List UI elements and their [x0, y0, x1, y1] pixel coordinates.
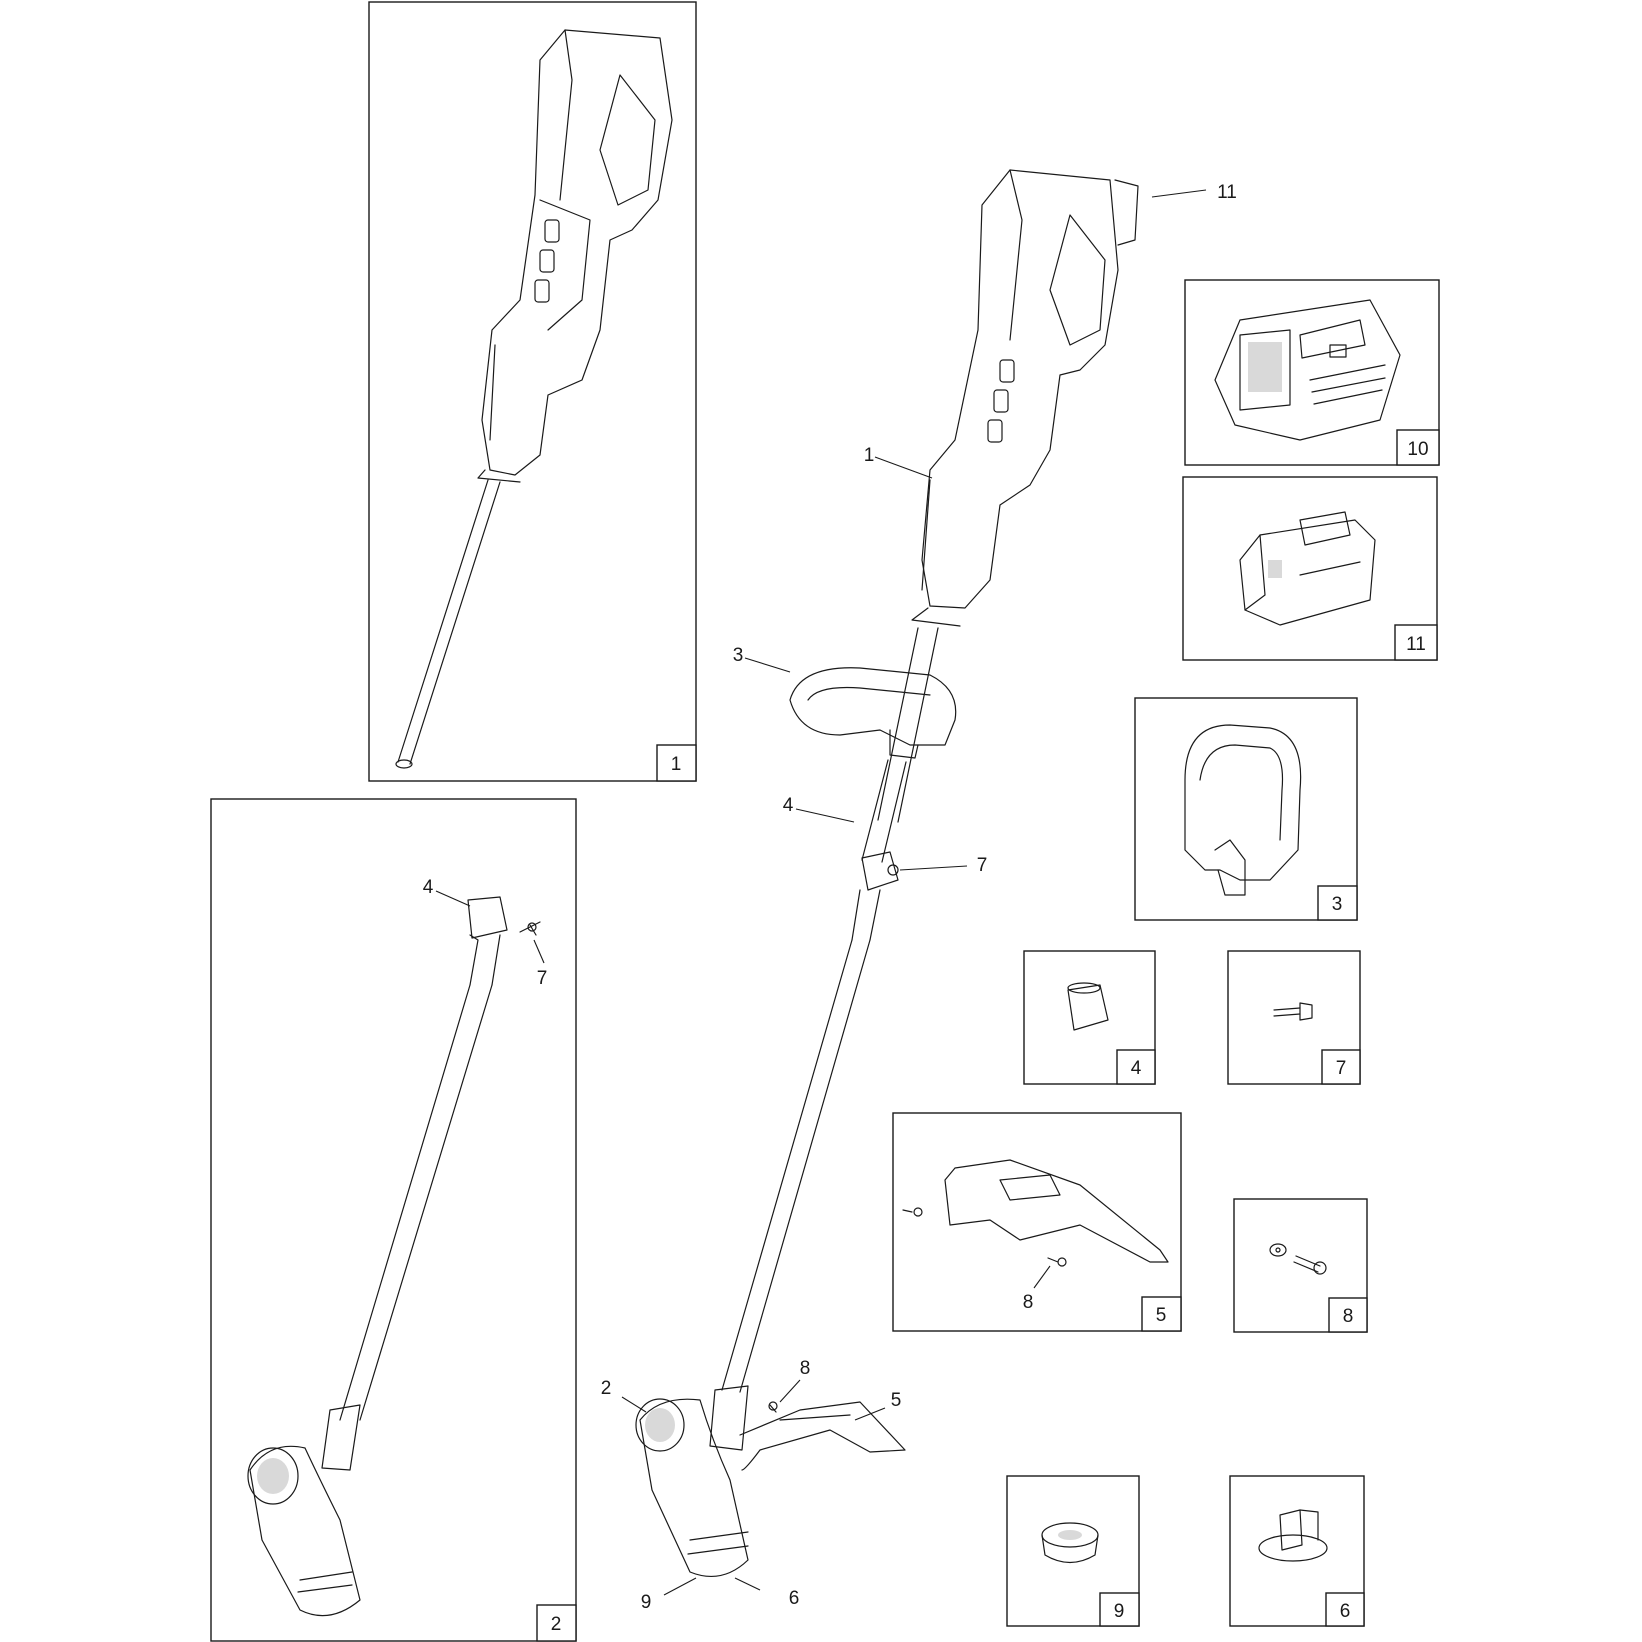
kit-number-3: 3 — [1332, 894, 1343, 915]
callout-label-7-panel2: 7 — [537, 968, 548, 989]
kit-number-4: 4 — [1131, 1058, 1142, 1079]
spool-cover-drawing — [1258, 1509, 1328, 1562]
callout-label-2: 2 — [601, 1378, 612, 1399]
kit-panel-11: 11 — [1182, 476, 1438, 661]
kit-number-9: 9 — [1114, 1601, 1125, 1622]
callout-label-3: 3 — [733, 645, 744, 666]
kit-panel-4: 4 — [1023, 950, 1156, 1085]
charger-drawing — [1214, 299, 1401, 441]
callout-label-4-panel2: 4 — [423, 877, 434, 898]
callout-label-7: 7 — [977, 855, 988, 876]
kit-panel-1: 1 — [368, 1, 697, 782]
lower-shaft-drawing — [247, 896, 541, 1617]
kit-number-7: 7 — [1336, 1058, 1347, 1079]
battery-drawing — [1239, 511, 1376, 626]
main-trimmer-drawing — [635, 169, 1139, 1578]
kit-panel-10: 10 — [1184, 279, 1440, 466]
kit-number-1: 1 — [671, 754, 682, 775]
kit-number-8: 8 — [1343, 1306, 1354, 1327]
upper-shaft-drawing — [395, 29, 673, 769]
aux-handle-drawing — [1184, 724, 1302, 896]
callout-label-8: 8 — [800, 1358, 811, 1379]
screw-washer-drawing — [1269, 1243, 1327, 1275]
main-assembly: 11 1 3 4 7 2 8 5 9 6 — [601, 169, 1237, 1613]
callout-label-11: 11 — [1217, 182, 1237, 203]
clamp-drawing — [1067, 982, 1109, 1031]
kit-panel-6: 6 — [1229, 1475, 1365, 1627]
callout-label-5: 5 — [891, 1390, 902, 1411]
kit-number-5: 5 — [1156, 1305, 1167, 1326]
kit-number-2: 2 — [551, 1614, 562, 1635]
bolt-drawing — [1273, 1002, 1313, 1021]
kit-number-6: 6 — [1340, 1601, 1351, 1622]
guard-drawing — [902, 1159, 1169, 1267]
kit-panel-9: 9 — [1006, 1475, 1140, 1627]
kit-panel-8: 8 — [1233, 1198, 1368, 1333]
callout-label-9: 9 — [641, 1592, 652, 1613]
callout-label-6: 6 — [789, 1588, 800, 1609]
kit-panel-3: 3 — [1134, 697, 1358, 921]
spool-drawing — [1041, 1522, 1099, 1564]
kit-panel-2: 2 4 7 — [210, 798, 577, 1642]
kit-number-10: 10 — [1407, 439, 1428, 460]
kit-number-11: 11 — [1406, 634, 1426, 655]
kit-panel-5: 5 8 — [892, 1112, 1182, 1332]
kit-panel-7: 7 — [1227, 950, 1361, 1085]
callout-label-1: 1 — [864, 445, 875, 466]
callout-label-4: 4 — [783, 795, 794, 816]
callout-label-8-panel5: 8 — [1023, 1292, 1034, 1313]
